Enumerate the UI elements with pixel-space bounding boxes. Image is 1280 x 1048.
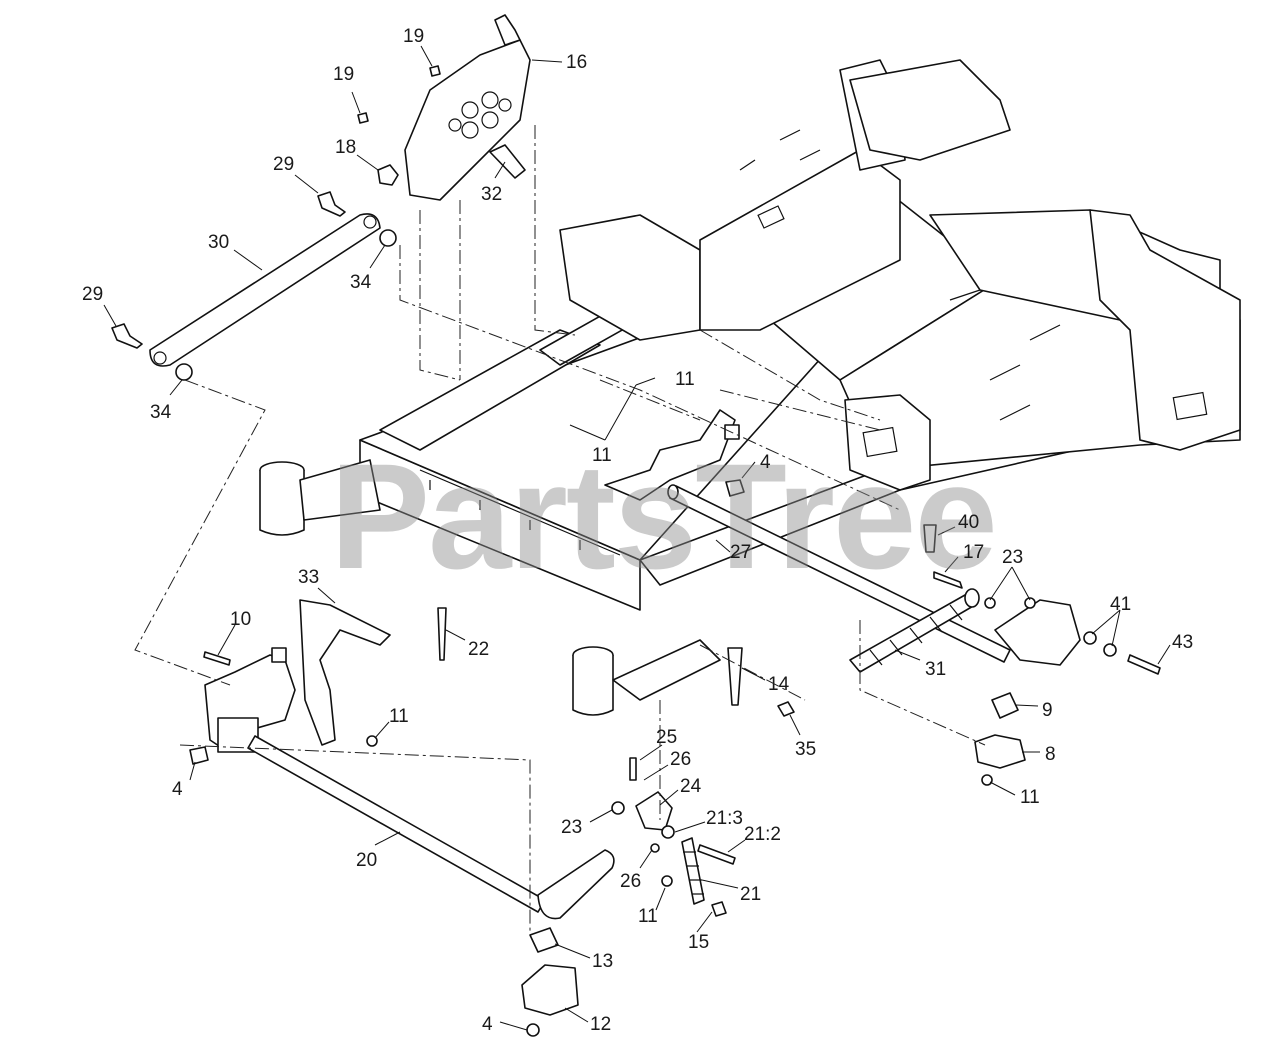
callout-17: 17 xyxy=(963,542,984,563)
part-29-bolt-upper xyxy=(317,191,346,217)
callout-31: 31 xyxy=(925,659,946,680)
callout-13: 13 xyxy=(592,951,613,972)
part-19-bolt-a xyxy=(429,65,441,77)
part-34-washer-upper xyxy=(379,229,397,247)
callout-22: 22 xyxy=(468,639,489,660)
callout-9: 9 xyxy=(1042,700,1053,721)
callout-41: 41 xyxy=(1110,594,1131,615)
part-35-bolt xyxy=(777,701,795,717)
part-12-block xyxy=(521,964,579,1016)
callout-27: 27 xyxy=(730,542,751,563)
callout-12: 12 xyxy=(590,1014,611,1035)
right-bracket-assembly xyxy=(984,597,1161,675)
part-32-tube xyxy=(489,144,526,179)
callout-23: 23 xyxy=(1002,547,1023,568)
chain-assembly xyxy=(611,757,736,917)
caster-tube-left xyxy=(259,459,381,536)
callout-30: 30 xyxy=(208,232,229,253)
callout-10: 10 xyxy=(230,609,251,630)
part-14-pin xyxy=(727,647,743,706)
watermark-text: PartsTree xyxy=(330,432,996,600)
part-11-nut-right-lower xyxy=(981,774,993,786)
alignment-lines xyxy=(134,125,986,935)
callout-35: 35 xyxy=(795,739,816,760)
callout-20: 20 xyxy=(356,850,377,871)
callout-4: 4 xyxy=(760,452,771,473)
callout-29: 29 xyxy=(82,284,103,305)
callout-15: 15 xyxy=(688,932,709,953)
part-17-bolt xyxy=(933,571,963,589)
part-29-bolt-lower xyxy=(111,323,143,349)
callout-11: 11 xyxy=(592,445,612,466)
callout-32: 32 xyxy=(481,184,502,205)
callout-33: 33 xyxy=(298,567,319,588)
part-4-nut-left xyxy=(189,746,209,765)
part-8-block xyxy=(974,734,1026,769)
part-4-washer-bottom xyxy=(526,1023,540,1037)
part-33-pedal xyxy=(299,599,391,746)
caster-tube-right xyxy=(572,639,721,716)
callout-40: 40 xyxy=(958,512,979,533)
callout-19: 19 xyxy=(403,26,424,47)
callout-34: 34 xyxy=(350,272,372,293)
callout-21-2: 21:2 xyxy=(744,824,781,845)
main-frame xyxy=(359,59,1241,611)
callout-8: 8 xyxy=(1045,744,1056,765)
part-19-bolt-b xyxy=(357,112,369,124)
callout-16: 16 xyxy=(566,52,587,73)
callout-11: 11 xyxy=(675,369,695,390)
callout-34: 34 xyxy=(150,402,172,423)
part-20-rod xyxy=(247,735,615,920)
callout-4: 4 xyxy=(172,779,183,800)
part-18-nut xyxy=(377,164,399,186)
callout-26: 26 xyxy=(670,749,691,770)
part-30-link-arm xyxy=(149,213,381,367)
part-9-clip xyxy=(991,692,1019,719)
callout-24: 24 xyxy=(680,776,702,797)
callout-11: 11 xyxy=(638,906,658,927)
part-34-washer-lower xyxy=(175,363,193,381)
callout-18: 18 xyxy=(335,137,356,158)
callout-11: 11 xyxy=(389,706,409,727)
callout-11: 11 xyxy=(1020,787,1040,808)
callout-labels: 19 16 19 18 29 32 30 34 29 34 11 11 4 40… xyxy=(82,26,1193,1035)
callout-25: 25 xyxy=(656,727,677,748)
part-4-nut-upper xyxy=(725,479,745,497)
left-bracket-assembly xyxy=(203,647,378,753)
callout-29: 29 xyxy=(273,154,294,175)
part-31-spring xyxy=(849,588,980,673)
part-16-lift-plate xyxy=(404,14,531,201)
part-13-clip xyxy=(529,927,559,953)
callout-26: 26 xyxy=(620,871,641,892)
callout-14: 14 xyxy=(768,674,790,695)
callout-4: 4 xyxy=(482,1014,493,1035)
leader-lines xyxy=(103,45,1171,1031)
callout-21-3: 21:3 xyxy=(706,808,743,829)
callout-23: 23 xyxy=(561,817,582,838)
part-22-bolt xyxy=(437,607,447,661)
callout-43: 43 xyxy=(1172,632,1193,653)
callout-19: 19 xyxy=(333,64,354,85)
part-40-pin xyxy=(923,524,937,553)
callout-21: 21 xyxy=(740,884,761,905)
